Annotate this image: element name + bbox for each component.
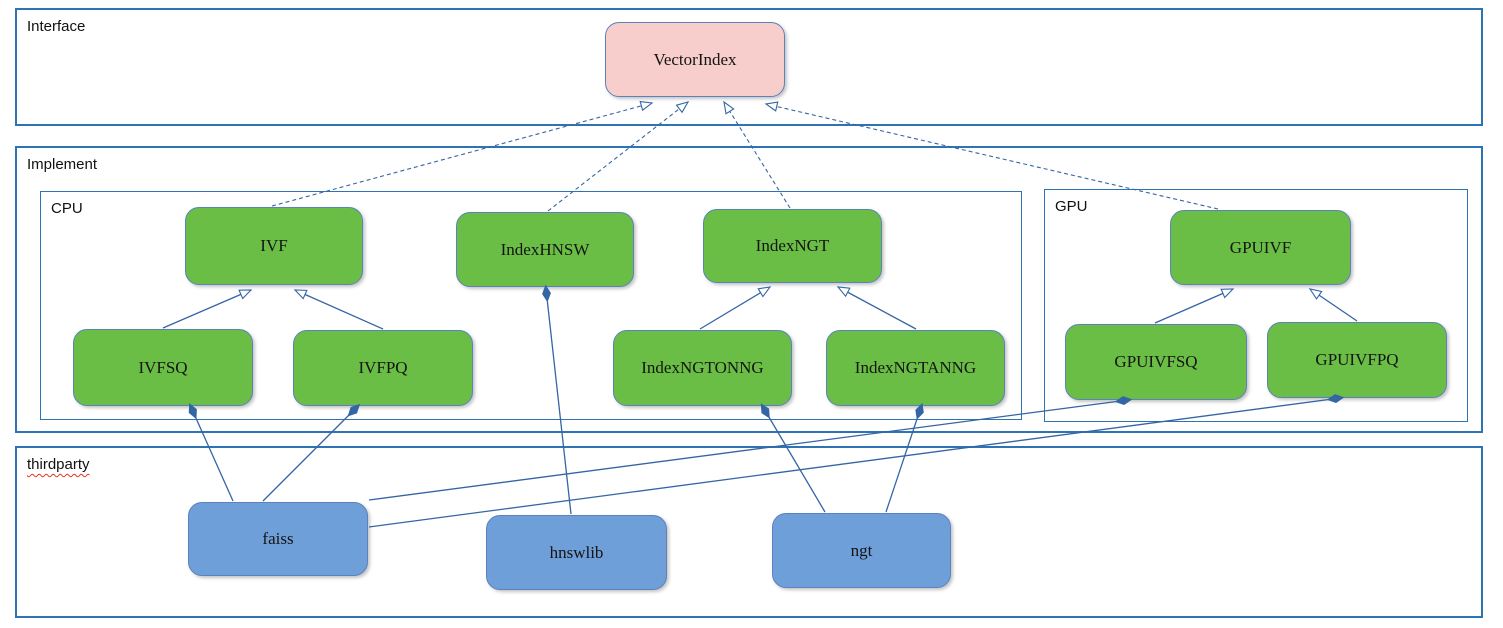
node-ngt[interactable]: ngt <box>772 513 951 588</box>
container-label-implement: Implement <box>27 156 98 173</box>
node-indexngtonng[interactable]: IndexNGTONNG <box>613 330 792 406</box>
node-label-ivfsq: IVFSQ <box>138 357 188 377</box>
node-faiss[interactable]: faiss <box>188 502 368 576</box>
node-ivf[interactable]: IVF <box>185 207 363 285</box>
container-label-gpu: GPU <box>1055 198 1088 215</box>
node-gpuivf[interactable]: GPUIVF <box>1170 210 1351 285</box>
container-label-interface: Interface <box>27 18 86 35</box>
node-gpuivfsq[interactable]: GPUIVFSQ <box>1065 324 1247 400</box>
node-label-vectorindex: VectorIndex <box>653 49 737 69</box>
node-hnswlib[interactable]: hnswlib <box>486 515 667 590</box>
container-label-cpu: CPU <box>51 200 83 217</box>
node-label-gpuivfsq: GPUIVFSQ <box>1114 352 1198 371</box>
node-label-ivfpq: IVFPQ <box>358 358 408 377</box>
container-label-thirdparty: thirdparty <box>27 456 90 473</box>
node-indexhnsw[interactable]: IndexHNSW <box>456 212 634 287</box>
node-indexngtanng[interactable]: IndexNGTANNG <box>826 330 1005 406</box>
node-label-ivf: IVF <box>260 236 288 255</box>
node-label-indexhnsw: IndexHNSW <box>500 239 590 259</box>
node-label-ngt: ngt <box>850 540 873 560</box>
node-vectorindex[interactable]: VectorIndex <box>605 22 785 97</box>
node-label-indexngt: IndexNGT <box>755 236 830 255</box>
node-label-hnswlib: hnswlib <box>549 542 604 562</box>
node-label-gpuivfpq: GPUIVFPQ <box>1315 350 1399 369</box>
node-ivfpq[interactable]: IVFPQ <box>293 330 473 406</box>
node-gpuivfpq[interactable]: GPUIVFPQ <box>1267 322 1447 398</box>
node-indexngt[interactable]: IndexNGT <box>703 209 882 283</box>
node-label-faiss: faiss <box>262 529 294 548</box>
node-ivfsq[interactable]: IVFSQ <box>73 329 253 406</box>
node-label-gpuivf: GPUIVF <box>1229 237 1292 257</box>
node-label-indexngtonng: IndexNGTONNG <box>641 358 764 377</box>
node-label-indexngtanng: IndexNGTANNG <box>854 358 977 377</box>
